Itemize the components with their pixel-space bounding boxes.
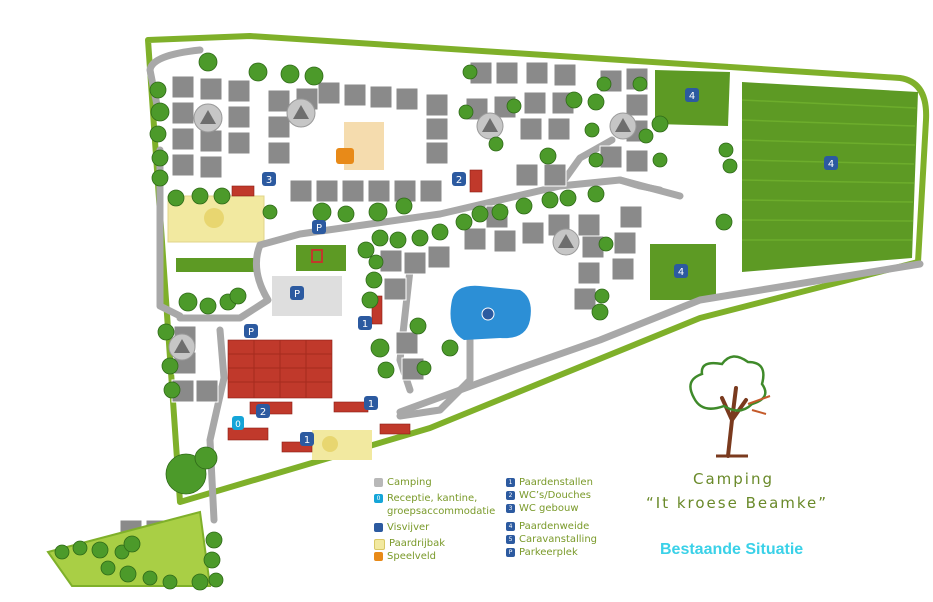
stable-stripes bbox=[228, 340, 332, 398]
horse-meadow-large bbox=[742, 82, 918, 272]
legend-label: Visvijver bbox=[387, 522, 430, 533]
marker-text: 2 bbox=[456, 175, 462, 186]
pond-icon bbox=[481, 307, 495, 321]
legend-label: WC gebouw bbox=[519, 503, 579, 514]
marker-4-top bbox=[685, 88, 699, 102]
map-markers: 3 2 4 4 4 P P P 1 1 1 2 0 bbox=[204, 88, 838, 452]
parking-area bbox=[272, 276, 342, 316]
marker-2-south bbox=[256, 404, 270, 418]
goal-icon bbox=[311, 249, 323, 263]
marker-4-icon: 4 bbox=[506, 522, 515, 531]
legend-label: Speelveld bbox=[387, 551, 436, 562]
tree-logo bbox=[689, 355, 771, 458]
legend-right: 1 Paardenstallen 2 WC’s/Douches 3 WC geb… bbox=[506, 476, 597, 559]
marker-text: 2 bbox=[260, 407, 266, 418]
legend-item-reception: 0 Receptie, kantine, groepsaccommodatie bbox=[374, 492, 495, 518]
marker-4-large bbox=[824, 156, 838, 170]
marker-1-icon: 1 bbox=[506, 478, 515, 487]
marker-text: 0 bbox=[235, 420, 241, 430]
marker-p-parking bbox=[290, 286, 304, 300]
map-subtitle: Bestaande Situatie bbox=[660, 541, 804, 558]
marker-1-south bbox=[300, 432, 314, 446]
marker-3-west bbox=[262, 172, 276, 186]
marker-2-icon: 2 bbox=[506, 491, 515, 500]
legend-label: WC’s/Douches bbox=[519, 490, 591, 501]
marker-text: 3 bbox=[266, 175, 272, 186]
marker-1-center bbox=[358, 316, 372, 330]
legend-left: Camping 0 Receptie, kantine, groepsaccom… bbox=[374, 476, 495, 563]
field-stripes bbox=[741, 99, 917, 241]
horse-icon bbox=[322, 436, 338, 452]
playground-icon bbox=[374, 552, 383, 561]
marker-text: 4 bbox=[678, 267, 684, 278]
trees bbox=[54, 52, 738, 591]
legend-label: Parkeerplek bbox=[519, 547, 578, 558]
legend-item-meadow: 4 Paardenweide bbox=[506, 520, 597, 533]
marker-p-north bbox=[312, 220, 326, 234]
marker-5-icon: 5 bbox=[506, 535, 515, 544]
legend-label: Paardrijbak bbox=[389, 538, 446, 549]
legend-label: Camping bbox=[387, 477, 432, 488]
marker-2-north bbox=[452, 172, 466, 186]
pond-icon bbox=[374, 523, 383, 532]
marker-text: 1 bbox=[368, 399, 374, 410]
legend-label: Receptie, kantine, groepsaccommodatie bbox=[387, 493, 496, 517]
marker-4-mid bbox=[674, 264, 688, 278]
horse-icon bbox=[374, 539, 385, 550]
legend-item-parking: P Parkeerplek bbox=[506, 546, 597, 559]
marker-text: 4 bbox=[828, 159, 834, 170]
marker-text: 4 bbox=[689, 91, 695, 102]
legend-item-caravan: 5 Caravanstalling bbox=[506, 533, 597, 546]
marker-text: 1 bbox=[304, 435, 310, 446]
marker-p-stables bbox=[244, 324, 258, 338]
marker-text: 1 bbox=[362, 319, 368, 330]
legend-item-stables: 1 Paardenstallen bbox=[506, 476, 597, 489]
horse-icon bbox=[204, 208, 224, 228]
legend-label: Paardenweide bbox=[519, 521, 590, 532]
marker-0-reception bbox=[232, 416, 244, 430]
marker-text: P bbox=[248, 327, 254, 338]
grass-strip bbox=[176, 258, 258, 272]
riding-arena-lower bbox=[312, 430, 372, 460]
legend-item-camping: Camping bbox=[374, 476, 495, 489]
marker-text: P bbox=[316, 223, 322, 234]
marker-3-icon: 3 bbox=[506, 504, 515, 513]
legend-item-showers: 2 WC’s/Douches bbox=[506, 489, 597, 502]
legend-item-playground: Speelveld bbox=[374, 550, 495, 563]
marker-text: P bbox=[294, 289, 300, 300]
camping-title: Camping bbox=[693, 470, 774, 488]
legend-label: Paardenstallen bbox=[519, 477, 593, 488]
tent-icon bbox=[374, 478, 383, 487]
legend-item-riding: Paardrijbak bbox=[374, 537, 495, 550]
legend-item-pond: Visvijver bbox=[374, 521, 495, 534]
legend-label: Caravanstalling bbox=[519, 534, 598, 545]
camping-name: “It kroese Beamke” bbox=[646, 494, 829, 512]
legend-item-wc: 3 WC gebouw bbox=[506, 502, 597, 515]
reception-icon: 0 bbox=[374, 494, 383, 503]
marker-1-east bbox=[364, 396, 378, 410]
marker-p-icon: P bbox=[506, 548, 515, 557]
playground-icon bbox=[336, 148, 354, 164]
